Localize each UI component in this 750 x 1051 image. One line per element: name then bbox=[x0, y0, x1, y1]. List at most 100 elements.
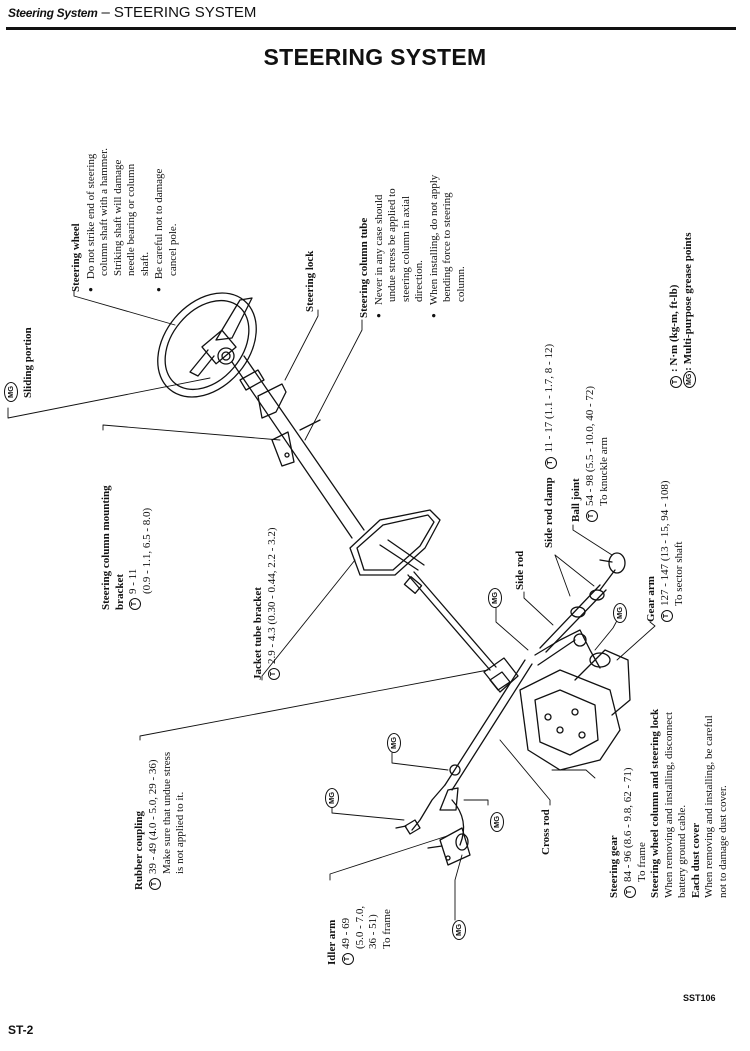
legend: T : N·m (kg-m, ft-lb) MG: Multi-purpose g… bbox=[668, 232, 696, 388]
torque-icon: T bbox=[267, 668, 280, 680]
callout-side-rod: Side rod bbox=[514, 551, 528, 590]
note-line: not to damage dust cover. bbox=[716, 785, 729, 898]
torque-value: 39 - 49 (4.0 - 5.0, 29 - 36) bbox=[146, 759, 159, 874]
torque-icon: T bbox=[341, 953, 354, 965]
note-heading: Each dust cover bbox=[689, 822, 702, 898]
header-rule bbox=[6, 27, 736, 30]
header-chapter: STEERING SYSTEM bbox=[113, 4, 257, 21]
header-section: Steering System bbox=[8, 6, 98, 20]
note-bullet: Do not strike end of steering bbox=[84, 148, 99, 292]
steering-column-drawing bbox=[231, 355, 365, 539]
torque-icon: T bbox=[623, 886, 636, 898]
note-line: When removing and installing, disconnect bbox=[662, 711, 675, 898]
grease-point-badge: MG bbox=[325, 788, 339, 808]
header-separator: – bbox=[101, 4, 110, 21]
callout-title: Side rod clamp bbox=[543, 477, 555, 548]
callout-jacket-tube-bracket: Jacket tube bracket T2.9 - 4.3 (0.30 - 0… bbox=[252, 527, 280, 680]
callout-steering-gear: Steering gear T 84 - 96 (8.6 - 9.8, 62 - … bbox=[608, 709, 730, 898]
note-line: cancel pole. bbox=[166, 223, 179, 276]
note-line: shaft. bbox=[138, 251, 151, 276]
note-line: column. bbox=[454, 266, 467, 302]
legend-grease-text: : Multi-purpose grease points bbox=[682, 232, 694, 371]
callout-note: To sector shaft bbox=[672, 541, 685, 606]
torque-value: 54 - 98 (5.5 - 10.0, 40 - 72) bbox=[583, 385, 596, 506]
torque-value: 49 - 69 bbox=[339, 917, 352, 949]
callout-title: Steering column tube bbox=[358, 217, 370, 318]
torque-icon: T bbox=[670, 376, 682, 388]
torque-value: 11 - 17 (1.1 - 1.7, 8 - 12) bbox=[543, 343, 555, 453]
note-line: Do not strike end of steering bbox=[84, 153, 97, 280]
torque-icon: T bbox=[660, 610, 673, 622]
callout-idler-arm: Idler arm T49 - 69 (5.0 - 7.0, 36 - 51) … bbox=[326, 906, 394, 965]
leader-lines bbox=[7, 291, 656, 921]
callout-title: Steering column mounting bbox=[100, 485, 112, 610]
note-line: direction. bbox=[413, 260, 425, 302]
callout-note: is not applied to it. bbox=[174, 791, 186, 874]
grease-point-badge: MG bbox=[387, 733, 401, 753]
callout-title: Steering gear bbox=[608, 835, 620, 898]
page-number: ST-2 bbox=[8, 1023, 34, 1037]
callout-steering-column-tube: Steering column tube Never in any case s… bbox=[358, 175, 468, 318]
running-header: Steering System–STEERING SYSTEM bbox=[8, 4, 256, 21]
page-title: STEERING SYSTEM bbox=[263, 44, 487, 70]
note-bullet: Be careful not to damage bbox=[152, 148, 167, 292]
callout-cross-rod: Cross rod bbox=[540, 809, 554, 855]
grease-point-badge: MG bbox=[4, 382, 18, 402]
note-heading: Steering wheel column and steering lock bbox=[649, 708, 661, 898]
callout-column-mounting-bracket: Steering column mounting bracket T 9 - 11… bbox=[100, 485, 155, 610]
torque-icon: T bbox=[585, 510, 598, 522]
note-line: bending force to steering bbox=[441, 192, 453, 302]
callout-steering-wheel: Steering wheel Do not strike end of stee… bbox=[70, 148, 180, 292]
torque-value-alt: 36 - 51) bbox=[367, 914, 379, 949]
callout-title: Gear arm bbox=[645, 576, 657, 622]
callout-title: Rubber coupling bbox=[133, 811, 145, 890]
steering-wheel-drawing bbox=[157, 292, 257, 398]
note-line: steering column in axial bbox=[399, 196, 412, 302]
callout-gear-arm: Gear arm T127 - 147 (13 - 15, 94 - 108) … bbox=[645, 480, 686, 622]
note-bullet: Never in any case should bbox=[372, 175, 387, 318]
callout-title: Ball joint bbox=[570, 478, 582, 522]
torque-value-alt: (0.9 - 1.1, 6.5 - 8.0) bbox=[141, 507, 153, 594]
jacket-tube-bracket-drawing bbox=[349, 509, 441, 576]
torque-value-alt: (5.0 - 7.0, bbox=[353, 905, 366, 949]
callout-title: Cross rod bbox=[540, 809, 552, 855]
grease-point-badge: MG bbox=[452, 920, 466, 940]
note-bullet: When installing, do not apply bbox=[427, 175, 442, 318]
cross-rod-drawing bbox=[395, 659, 533, 835]
note-line: Striking shaft will damage bbox=[111, 159, 124, 276]
side-rod-drawing bbox=[534, 552, 626, 669]
callout-title: bracket bbox=[113, 573, 126, 610]
legend-torque-text: : N·m (kg-m, ft-lb) bbox=[668, 284, 680, 372]
torque-value: 127 - 147 (13 - 15, 94 - 108) bbox=[658, 480, 671, 606]
callout-side-rod-clamp: Side rod clamp T 11 - 17 (1.1 - 1.7, 8 - … bbox=[543, 344, 557, 548]
note-line: Never in any case should bbox=[372, 194, 385, 306]
callout-steering-lock: Steering lock bbox=[304, 251, 318, 312]
grease-point-badge: MG bbox=[613, 603, 627, 623]
torque-icon: T bbox=[148, 878, 161, 890]
grease-point-badge: MG bbox=[490, 812, 504, 832]
callout-note: To frame bbox=[380, 909, 393, 949]
callout-note: Make sure that undue stress bbox=[160, 751, 173, 874]
figure-id: SST106 bbox=[683, 993, 716, 1003]
callout-note: To knuckle arm bbox=[597, 437, 610, 506]
note-line: needle bearing or column bbox=[125, 163, 137, 276]
callout-title: Sliding portion bbox=[22, 327, 34, 398]
idler-arm-drawing bbox=[427, 799, 471, 866]
torque-value: 84 - 96 (8.6 - 9.8, 62 - 71) bbox=[621, 767, 634, 882]
grease-icon: MG bbox=[683, 370, 696, 388]
callout-title: Idler arm bbox=[326, 919, 338, 965]
callout-note: To frame bbox=[635, 842, 648, 882]
note-line: column shaft with a hammer. bbox=[98, 148, 110, 276]
note-line: When removing and installing, be careful bbox=[703, 715, 715, 898]
torque-value: 2.9 - 4.3 (0.30 - 0.44, 2.2 - 3.2) bbox=[265, 527, 278, 664]
callout-title: Steering lock bbox=[304, 250, 316, 312]
torque-value: 9 - 11 bbox=[127, 568, 139, 594]
torque-icon: T bbox=[545, 456, 557, 469]
callout-rubber-coupling: Rubber coupling T 39 - 49 (4.0 - 5.0, 29 … bbox=[133, 752, 188, 890]
note-line: undue stress be applied to bbox=[386, 188, 398, 302]
note-line: battery ground cable. bbox=[676, 804, 688, 898]
note-line: When installing, do not apply bbox=[427, 174, 440, 306]
note-line: Be careful not to damage bbox=[153, 168, 165, 280]
torque-icon: T bbox=[129, 598, 141, 610]
